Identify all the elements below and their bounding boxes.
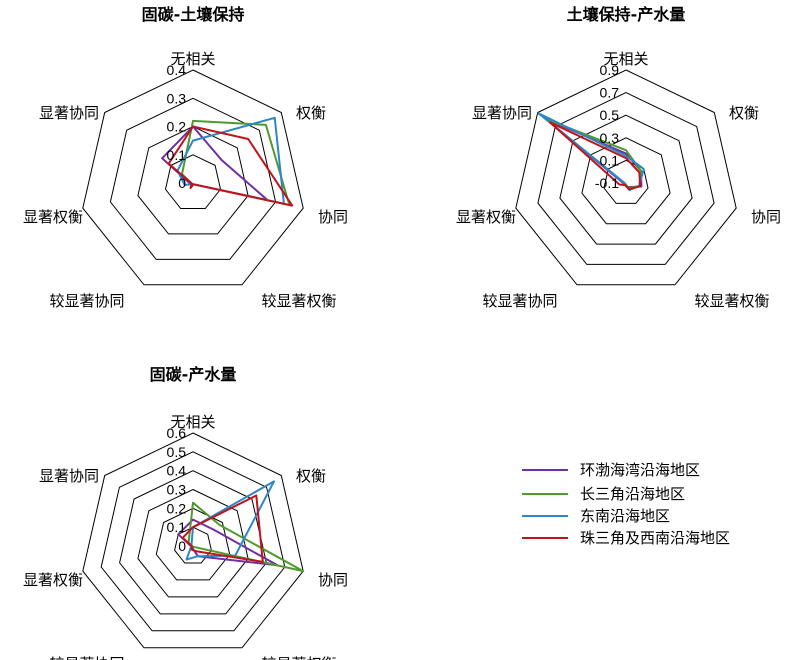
- tick-label: 0.3: [167, 90, 187, 106]
- tick-label: 0.3: [167, 482, 187, 498]
- tick-label: 0.7: [600, 85, 620, 101]
- legend-entry: 珠三角及西南沿海地区: [580, 529, 730, 547]
- grid-ring: [119, 470, 267, 615]
- chart-title: 固碳-产水量: [150, 365, 237, 384]
- category-label: 权衡: [729, 104, 759, 122]
- grid-ring: [537, 92, 715, 265]
- legend: 环渤海湾沿海地区 长三角沿海地区 东南沿海地区 珠三角及西南沿海地区: [522, 461, 730, 547]
- grid-ring: [515, 69, 737, 286]
- tick-label: 0.2: [167, 500, 187, 516]
- category-label: 较显著权衡: [261, 292, 336, 310]
- category-label: 显著权衡: [23, 571, 83, 589]
- category-label: 无相关: [170, 413, 215, 431]
- chart-title: 土壤保持-产水量: [567, 5, 686, 24]
- series-line: [549, 121, 642, 191]
- tick-label: 0: [178, 175, 186, 191]
- tick-label: 0.1: [600, 152, 620, 168]
- series-line: [167, 125, 294, 207]
- grid-ring: [164, 154, 222, 209]
- series-line: [181, 494, 264, 563]
- tick-label: 0.9: [600, 62, 620, 78]
- grid-ring: [137, 125, 249, 235]
- category-label: 无相关: [603, 50, 648, 68]
- chart-title: 固碳-土壤保持: [142, 5, 245, 24]
- tick-label: 0.2: [167, 119, 187, 135]
- legend-entry: 环渤海湾沿海地区: [580, 461, 700, 479]
- grid-ring: [82, 432, 304, 649]
- tick-label: 0.5: [600, 107, 620, 123]
- category-label: 显著权衡: [23, 208, 83, 226]
- tick-label: 0.5: [167, 444, 187, 460]
- tick-label: -0.1: [595, 175, 619, 191]
- category-label: 权衡: [296, 467, 326, 485]
- grid-ring: [82, 69, 304, 286]
- legend-entry: 东南沿海地区: [580, 507, 670, 525]
- tick-label: 0: [178, 538, 186, 554]
- category-label: 协同: [318, 571, 348, 589]
- category-label: 较显著权衡: [261, 655, 336, 660]
- tick-label: 0.4: [167, 62, 187, 78]
- legend-entry: 长三角沿海地区: [580, 485, 685, 503]
- grid-ring: [174, 526, 212, 564]
- category-label: 较显著协同: [49, 292, 124, 310]
- grid-ring: [137, 488, 249, 598]
- category-label: 权衡: [296, 104, 326, 122]
- category-label: 显著协同: [39, 104, 99, 122]
- tick-label: 0.1: [167, 147, 187, 163]
- category-label: 无相关: [170, 50, 215, 68]
- tick-label: 0.4: [167, 463, 187, 479]
- tick-label: 0.6: [167, 425, 187, 441]
- category-label: 较显著协同: [49, 655, 124, 660]
- grid-ring: [109, 97, 277, 260]
- grid-ring: [100, 451, 286, 632]
- grid-ring: [581, 137, 671, 225]
- category-label: 较显著权衡: [694, 292, 769, 310]
- grid-ring: [559, 114, 693, 245]
- category-label: 协同: [318, 208, 348, 226]
- tick-label: 0.3: [600, 130, 620, 146]
- category-label: 协同: [751, 208, 781, 226]
- category-label: 显著协同: [39, 467, 99, 485]
- category-label: 显著协同: [472, 104, 532, 122]
- grid-ring: [603, 159, 649, 204]
- tick-label: 0.1: [167, 519, 187, 535]
- category-label: 较显著协同: [482, 292, 557, 310]
- category-label: 显著权衡: [456, 208, 516, 226]
